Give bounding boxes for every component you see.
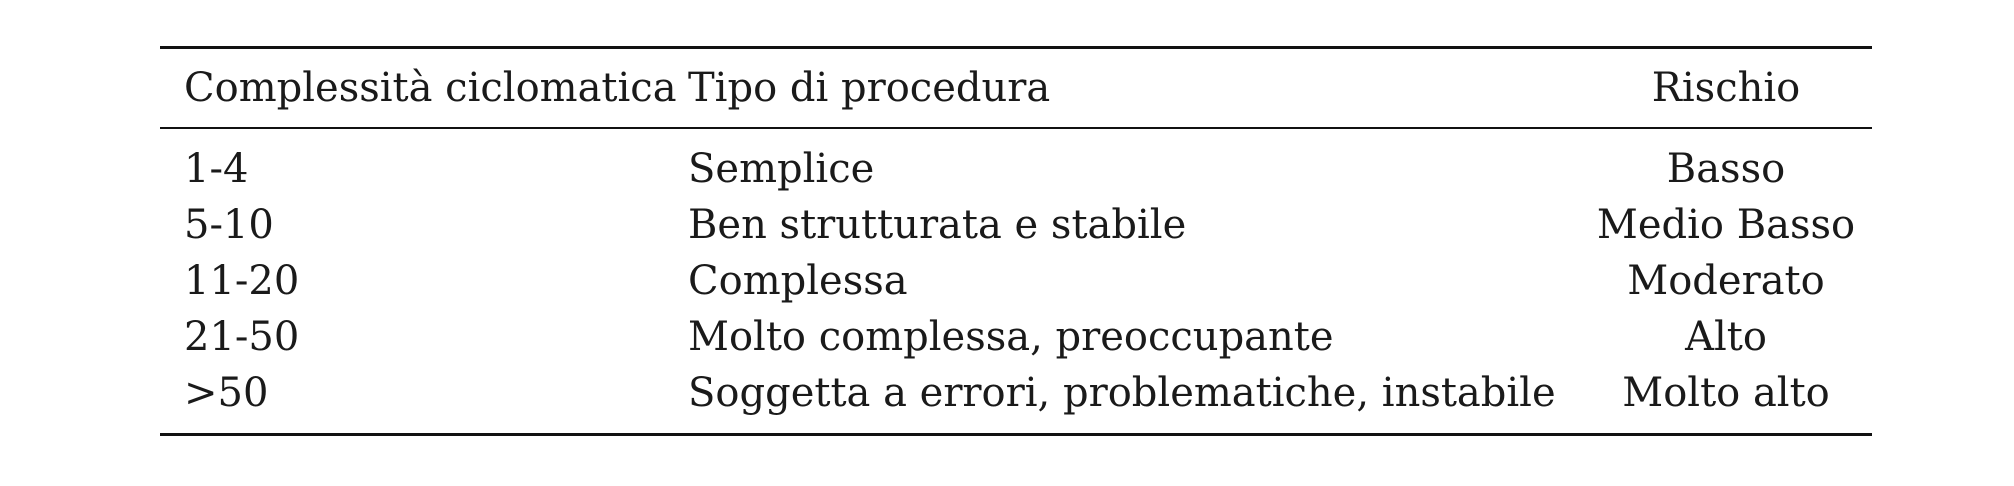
cell-procedure-type: Molto complessa, preoccupante [688,314,1334,360]
table-row: 5-10 Ben strutturata e stabile Medio Bas… [160,197,1872,253]
table-top-rule [160,46,1872,49]
cell-risk: Medio Basso [1596,202,1856,248]
cell-procedure-type: Complessa [688,258,908,304]
header-complexity: Complessità ciclomatica [184,65,677,111]
table-header-rule [160,127,1872,129]
cell-complexity: 21-50 [184,314,300,360]
table-bottom-rule [160,433,1872,436]
cell-complexity: 11-20 [184,258,300,304]
header-procedure-type: Tipo di procedura [688,65,1051,111]
cell-complexity: 5-10 [184,202,274,248]
cell-complexity: >50 [184,370,269,416]
table-row: 1-4 Semplice Basso [160,141,1872,197]
table-header-row: Complessità ciclomatica Tipo di procedur… [160,49,1872,127]
table-row: >50 Soggetta a errori, problematiche, in… [160,365,1872,421]
cell-procedure-type: Semplice [688,146,875,192]
cell-risk: Alto [1685,314,1767,360]
table-row: 11-20 Complessa Moderato [160,253,1872,309]
table-row: 21-50 Molto complessa, preoccupante Alto [160,309,1872,365]
cell-risk: Molto alto [1622,370,1830,416]
complexity-risk-table: Complessità ciclomatica Tipo di procedur… [160,46,1872,436]
cell-risk: Moderato [1627,258,1825,304]
cell-risk: Basso [1666,146,1786,192]
cell-procedure-type: Soggetta a errori, problematiche, instab… [688,370,1556,416]
header-risk: Rischio [1651,65,1801,111]
cell-complexity: 1-4 [184,146,249,192]
cell-procedure-type: Ben strutturata e stabile [688,202,1187,248]
table-body: 1-4 Semplice Basso 5-10 Ben strutturata … [160,129,1872,433]
